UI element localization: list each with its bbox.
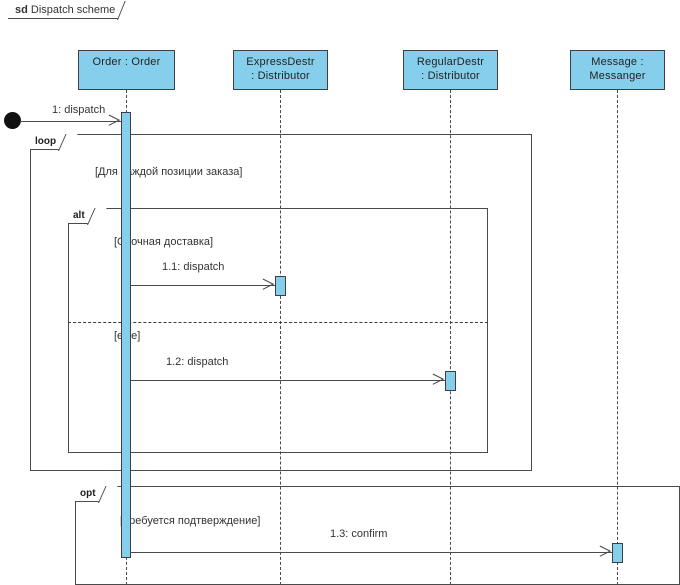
lifeline-message-line2: Messanger [589, 70, 646, 82]
lifeline-head-expressdestr[interactable]: ExpressDestr : Distributor [233, 50, 328, 90]
message-1-3-label: 1.3: confirm [330, 528, 388, 540]
fragment-loop-tab-wrap: loop [30, 134, 86, 151]
found-message-start-node [4, 112, 21, 129]
activation-order[interactable] [121, 112, 131, 558]
message-1-2-arrowhead [432, 373, 445, 385]
lifeline-regulardestr-line2: : Distributor [421, 70, 480, 82]
lifeline-head-regulardestr[interactable]: RegularDestr : Distributor [403, 50, 498, 90]
lifeline-head-order[interactable]: Order : Order [78, 50, 175, 90]
message-1-1-line[interactable] [131, 285, 275, 286]
message-1-3-arrowhead [599, 545, 612, 557]
lifeline-message-line1: Message : [591, 56, 644, 68]
message-1-2-label: 1.2: dispatch [166, 356, 229, 368]
activation-expressdestr[interactable] [275, 276, 286, 296]
lifeline-order-line1: Order : Order [92, 56, 161, 68]
fragment-alt-guard: [Срочная доставка] [114, 236, 214, 248]
activation-message[interactable] [612, 543, 623, 563]
fragment-opt-operator: opt [75, 486, 110, 502]
lifeline-expressdestr-line1: ExpressDestr [246, 56, 315, 68]
lifeline-line-expressdestr [280, 90, 281, 585]
fragment-loop-operator: loop [30, 134, 71, 150]
fragment-opt-tab-wrap: opt [75, 486, 123, 503]
message-1-3-line[interactable] [131, 552, 612, 553]
message-1-1-label: 1.1: dispatch [162, 261, 225, 273]
fragment-alt-divider [68, 322, 488, 323]
fragment-alt-tab-wrap: alt [68, 208, 116, 225]
message-1-arrowhead [108, 114, 121, 126]
diagram-frame-tab: sd Dispatch scheme [8, 2, 133, 19]
diagram-frame-tab-clip: sd Dispatch scheme [0, 0, 150, 22]
lifeline-line-message [617, 90, 618, 585]
message-1-2-line[interactable] [131, 380, 445, 381]
message-1-1-arrowhead [262, 278, 275, 290]
fragment-loop[interactable] [30, 134, 532, 471]
fragment-loop-guard: [Для каждой позиции заказа] [95, 166, 243, 178]
lifeline-line-regulardestr [450, 90, 451, 585]
lifeline-regulardestr-line1: RegularDestr [416, 56, 485, 68]
lifeline-head-message[interactable]: Message : Messanger [570, 50, 665, 90]
fragment-opt-guard: [Требуется подтверждение] [120, 515, 261, 527]
diagram-kind-keyword: sd [15, 4, 28, 16]
diagram-title: Dispatch scheme [30, 4, 116, 16]
message-1-line[interactable] [20, 121, 121, 122]
lifeline-expressdestr-line2: : Distributor [251, 70, 310, 82]
message-1-label: 1: dispatch [52, 104, 106, 116]
fragment-alt-operator: alt [68, 208, 99, 224]
activation-regulardestr[interactable] [445, 371, 456, 391]
fragment-alt[interactable] [68, 208, 488, 453]
